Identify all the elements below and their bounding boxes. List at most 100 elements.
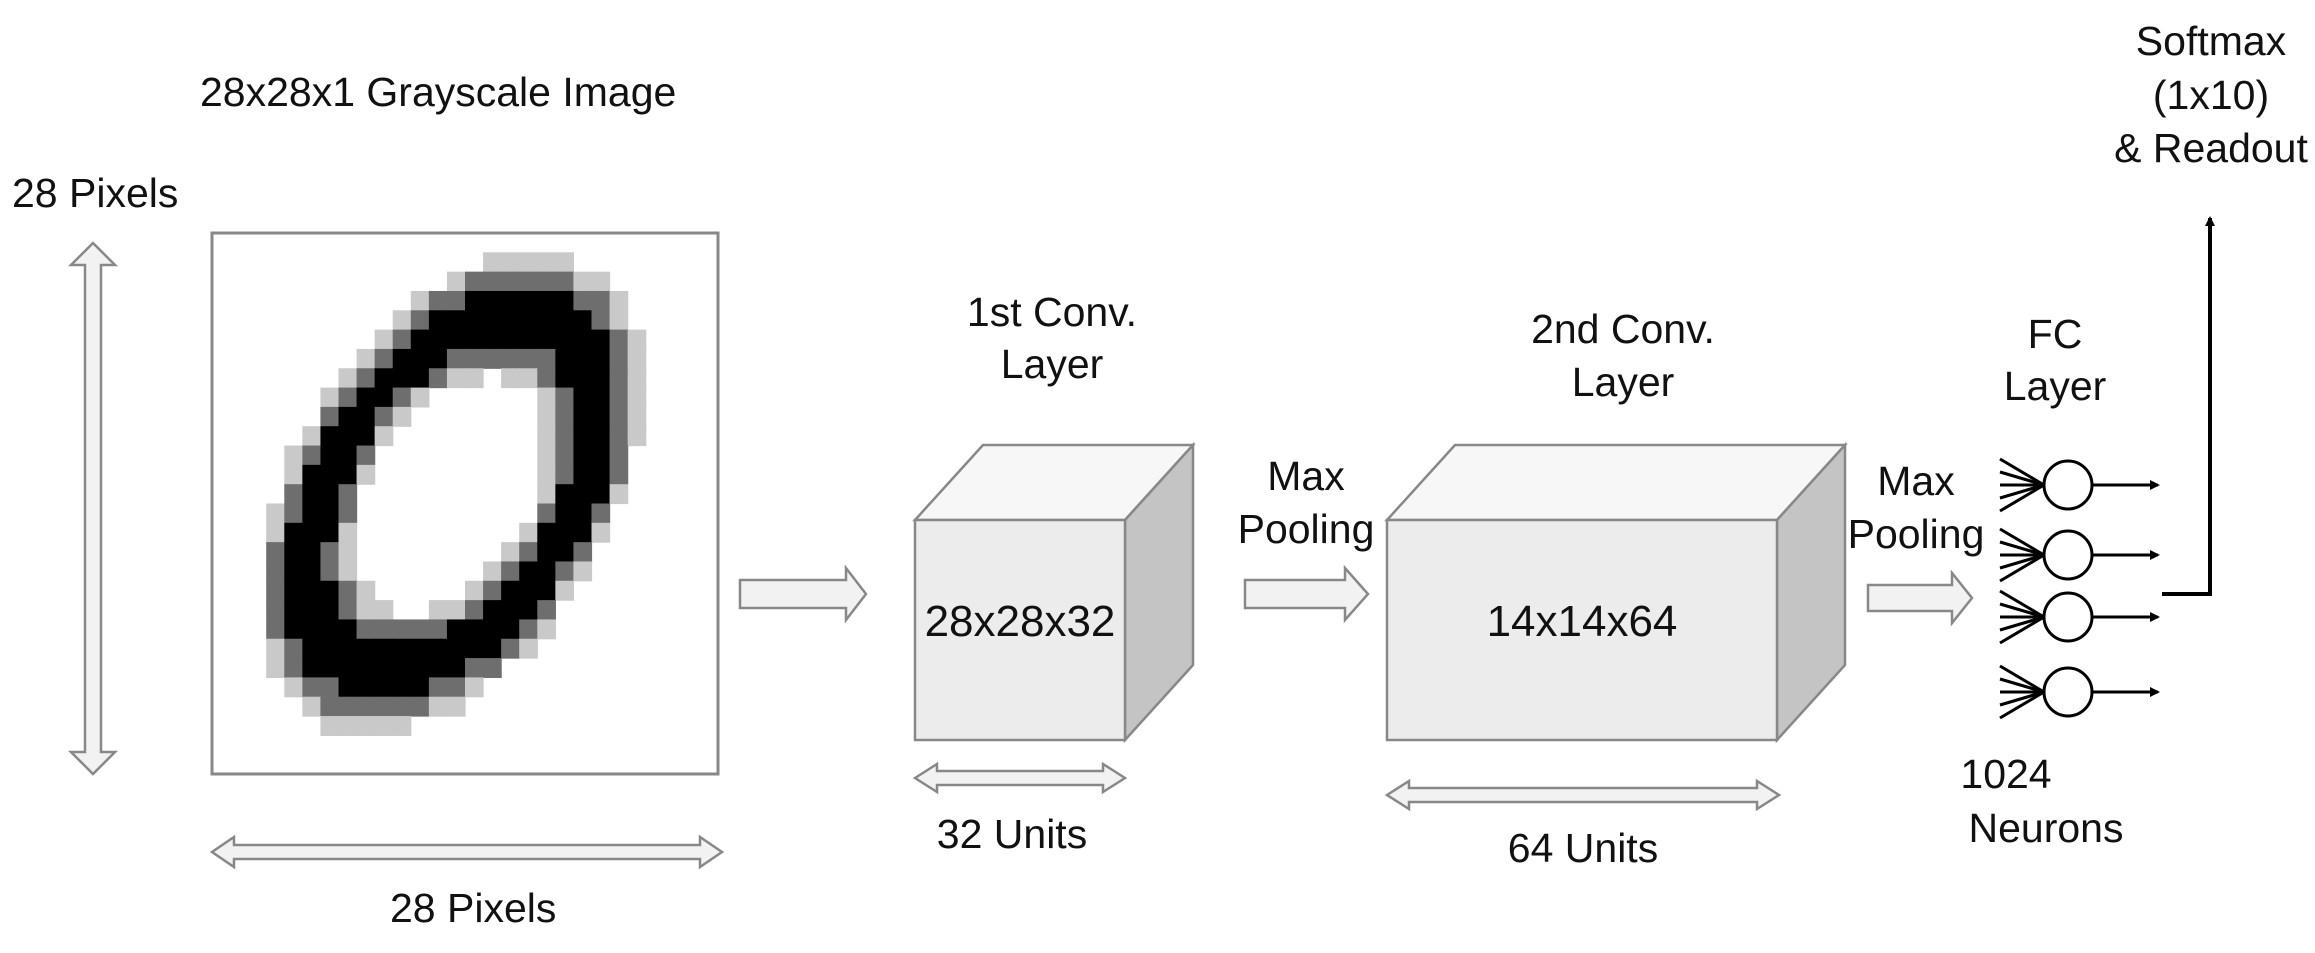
digit-pixel [483,600,502,621]
digit-pixel [338,445,358,466]
digit-pixel [302,619,322,640]
digit-pixel [591,426,611,447]
fc-input-line [1999,553,2045,570]
digit-pixel [555,271,575,292]
digit-pixel [609,426,629,447]
fc-title-line1: FC [2028,311,2083,357]
digit-pixel [266,561,285,582]
digit-pixel [446,619,466,640]
digit-pixel [483,658,502,678]
digit-pixel [284,503,303,524]
digit-pixel [573,522,593,543]
digit-pixel [302,580,322,601]
digit-pixel [501,348,520,369]
digit-pixel [573,445,593,466]
digit-pixel [537,329,556,350]
digit-pixel [591,368,611,389]
digit-pixel [537,368,556,389]
digit-pixel [284,677,303,698]
digit-pixel [428,677,448,698]
digit-pixel [302,522,322,543]
digit-pixel [483,348,502,369]
digit-pixel [627,426,647,447]
pool1-arrow [1243,564,1370,624]
digit-pixel [320,522,340,543]
digit-pixel [302,484,322,505]
conv1-units-double-arrow [912,761,1128,795]
digit-pixel [356,445,376,466]
fc-neuron-circle [2042,529,2094,581]
digit-pixel [266,619,285,640]
digit-pixel [555,310,575,331]
digit-pixel [446,310,466,331]
digit-pixel [446,696,466,717]
digit-pixel [501,290,520,311]
digit-pixel [284,542,303,563]
fc-neuron [1999,457,2160,513]
digit-pixel [537,522,556,543]
digit-pixel [428,696,448,717]
digit-pixel [609,290,629,311]
digit-pixel [338,522,358,543]
digit-pixel [302,600,322,621]
digit-pixel [501,368,520,389]
digit-pixel [537,580,556,601]
digit-pixel [410,619,430,640]
fc-input-line [1999,527,2045,557]
fc-input-line [1999,690,2045,720]
digit-pixel [519,542,538,563]
digit-pixel [320,503,340,524]
digit-pixel [501,252,520,273]
digit-pixel [374,348,394,369]
digit-pixel [555,445,575,466]
digit-pixel [465,271,484,292]
digit-pixel [320,445,340,466]
digit-pixel [356,348,376,369]
digit-pixel [555,368,575,389]
digit-pixel [302,464,322,485]
digit-pixel [573,426,593,447]
digit-pixel [609,484,629,505]
conv1-units-label: 32 Units [937,811,1087,857]
digit-pixel [374,329,394,350]
digit-pixel [465,600,484,621]
digit-pixel [320,580,340,601]
digit-pixel [284,561,303,582]
fc-input-line [1999,664,2045,694]
input-height-label: 28 Pixels [12,170,178,216]
digit-pixel [555,387,575,408]
digit-pixel [555,484,575,505]
digit-pixel [374,387,394,408]
digit-pixel [555,348,575,369]
digit-pixel [446,638,466,659]
digit-pixel [555,522,575,543]
digit-pixel [320,464,340,485]
conv1-title-line1: 1st Conv. [967,289,1137,335]
digit-pixel [266,503,285,524]
fc-neuron [1999,527,2160,583]
digit-pixel [356,368,376,389]
digit-pixel [465,310,484,331]
digit-pixel [374,368,394,389]
digit-pixel [537,561,556,582]
digit-pixel [338,561,358,582]
digit-pixel [446,658,466,678]
digit-pixel [356,387,376,408]
digit-pixel [537,348,556,369]
fc-neurons [1999,457,2160,720]
fc-input-line [1999,677,2045,694]
digit-pixel [392,638,412,659]
digit-pixel [519,271,538,292]
digit-pixel [573,310,593,331]
digit-pixel [573,290,593,311]
digit-pixel [591,406,611,427]
conv1-dims: 28x28x32 [925,597,1116,646]
digit-pixel [392,696,412,717]
digit-pixel [627,348,647,369]
input-width-label: 28 Pixels [390,885,556,931]
fc-input-line [1999,483,2045,500]
digit-pixel [591,503,611,524]
digit-pixel [410,310,430,331]
digit-pixel [392,406,412,427]
pool1-label-line2: Pooling [1238,506,1375,552]
